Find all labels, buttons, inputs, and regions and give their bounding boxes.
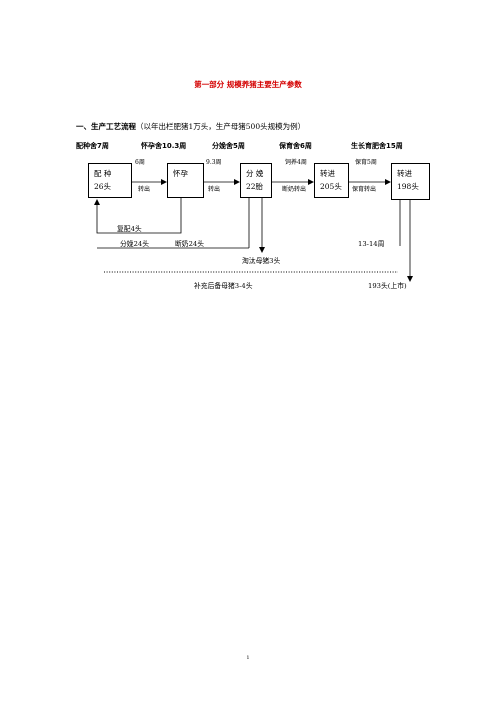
pregnancy-box-line1: 怀孕 [173, 169, 188, 178]
arrow-rebreed [94, 196, 182, 234]
section-heading: 一、生产工艺流程（以年出栏肥猪1万头，生产母猪500头规模为例） [76, 121, 305, 132]
stage-farrowing: 分娩舍5周 [212, 142, 245, 150]
farrowing-box-line2: 22胎 [246, 182, 264, 191]
label-replenish: 补充后备母猪3-4头 [194, 282, 253, 290]
label-week93: 9.3周 [206, 159, 222, 166]
nursery-box: 转进 205头 [314, 163, 349, 198]
label-transfer2: 转出 [208, 186, 221, 193]
finishing-box-line2: 198头 [397, 182, 419, 191]
section-note: （以年出栏肥猪1万头，生产母猪500头规模为例） [136, 122, 306, 131]
stage-finishing: 生长育肥舍15周 [351, 142, 403, 150]
label-wean24: 断奶24头 [175, 240, 205, 248]
section-heading-text: 一、生产工艺流程 [76, 122, 136, 131]
farrowing-box-line1: 分 娩 [246, 169, 264, 178]
label-nursery-transfer: 保育转出 [352, 186, 377, 193]
farrowing-box: 分 娩 22胎 [240, 163, 272, 198]
nursery-box-line1: 转进 [320, 169, 335, 178]
label-weeks1314: 13-14周 [358, 240, 385, 248]
pregnancy-box: 怀孕 [167, 163, 204, 198]
label-feed4: 饲养4周 [285, 159, 307, 166]
label-farrow24: 分娩24头 [120, 240, 150, 248]
nursery-box-line2: 205头 [320, 182, 342, 191]
breeding-box-line1: 配 种 [94, 169, 112, 178]
label-transfer1: 转出 [138, 186, 151, 193]
label-wean-transfer: 断奶转出 [282, 186, 307, 193]
label-nursery5: 保育5周 [355, 159, 377, 166]
label-market: 193头(上市) [368, 282, 407, 290]
breeding-box: 配 种 26头 [88, 163, 132, 198]
finishing-box-line1: 转进 [397, 169, 412, 178]
stage-breeding: 配种舍7周 [76, 142, 109, 150]
label-cull: 淘汰母猪3头 [242, 257, 281, 265]
label-rebreed: 复配4头 [117, 225, 142, 233]
finishing-box: 转进 198头 [391, 163, 430, 200]
breeding-box-line2: 26头 [94, 182, 112, 191]
stage-nursery: 保育舍6周 [279, 142, 312, 150]
label-week6: 6周 [135, 159, 145, 166]
page-number: 1 [246, 655, 250, 661]
stage-pregnancy: 怀孕舍10.3周 [141, 142, 187, 150]
page-title: 第一部分 规模养猪主要生产参数 [194, 80, 302, 89]
